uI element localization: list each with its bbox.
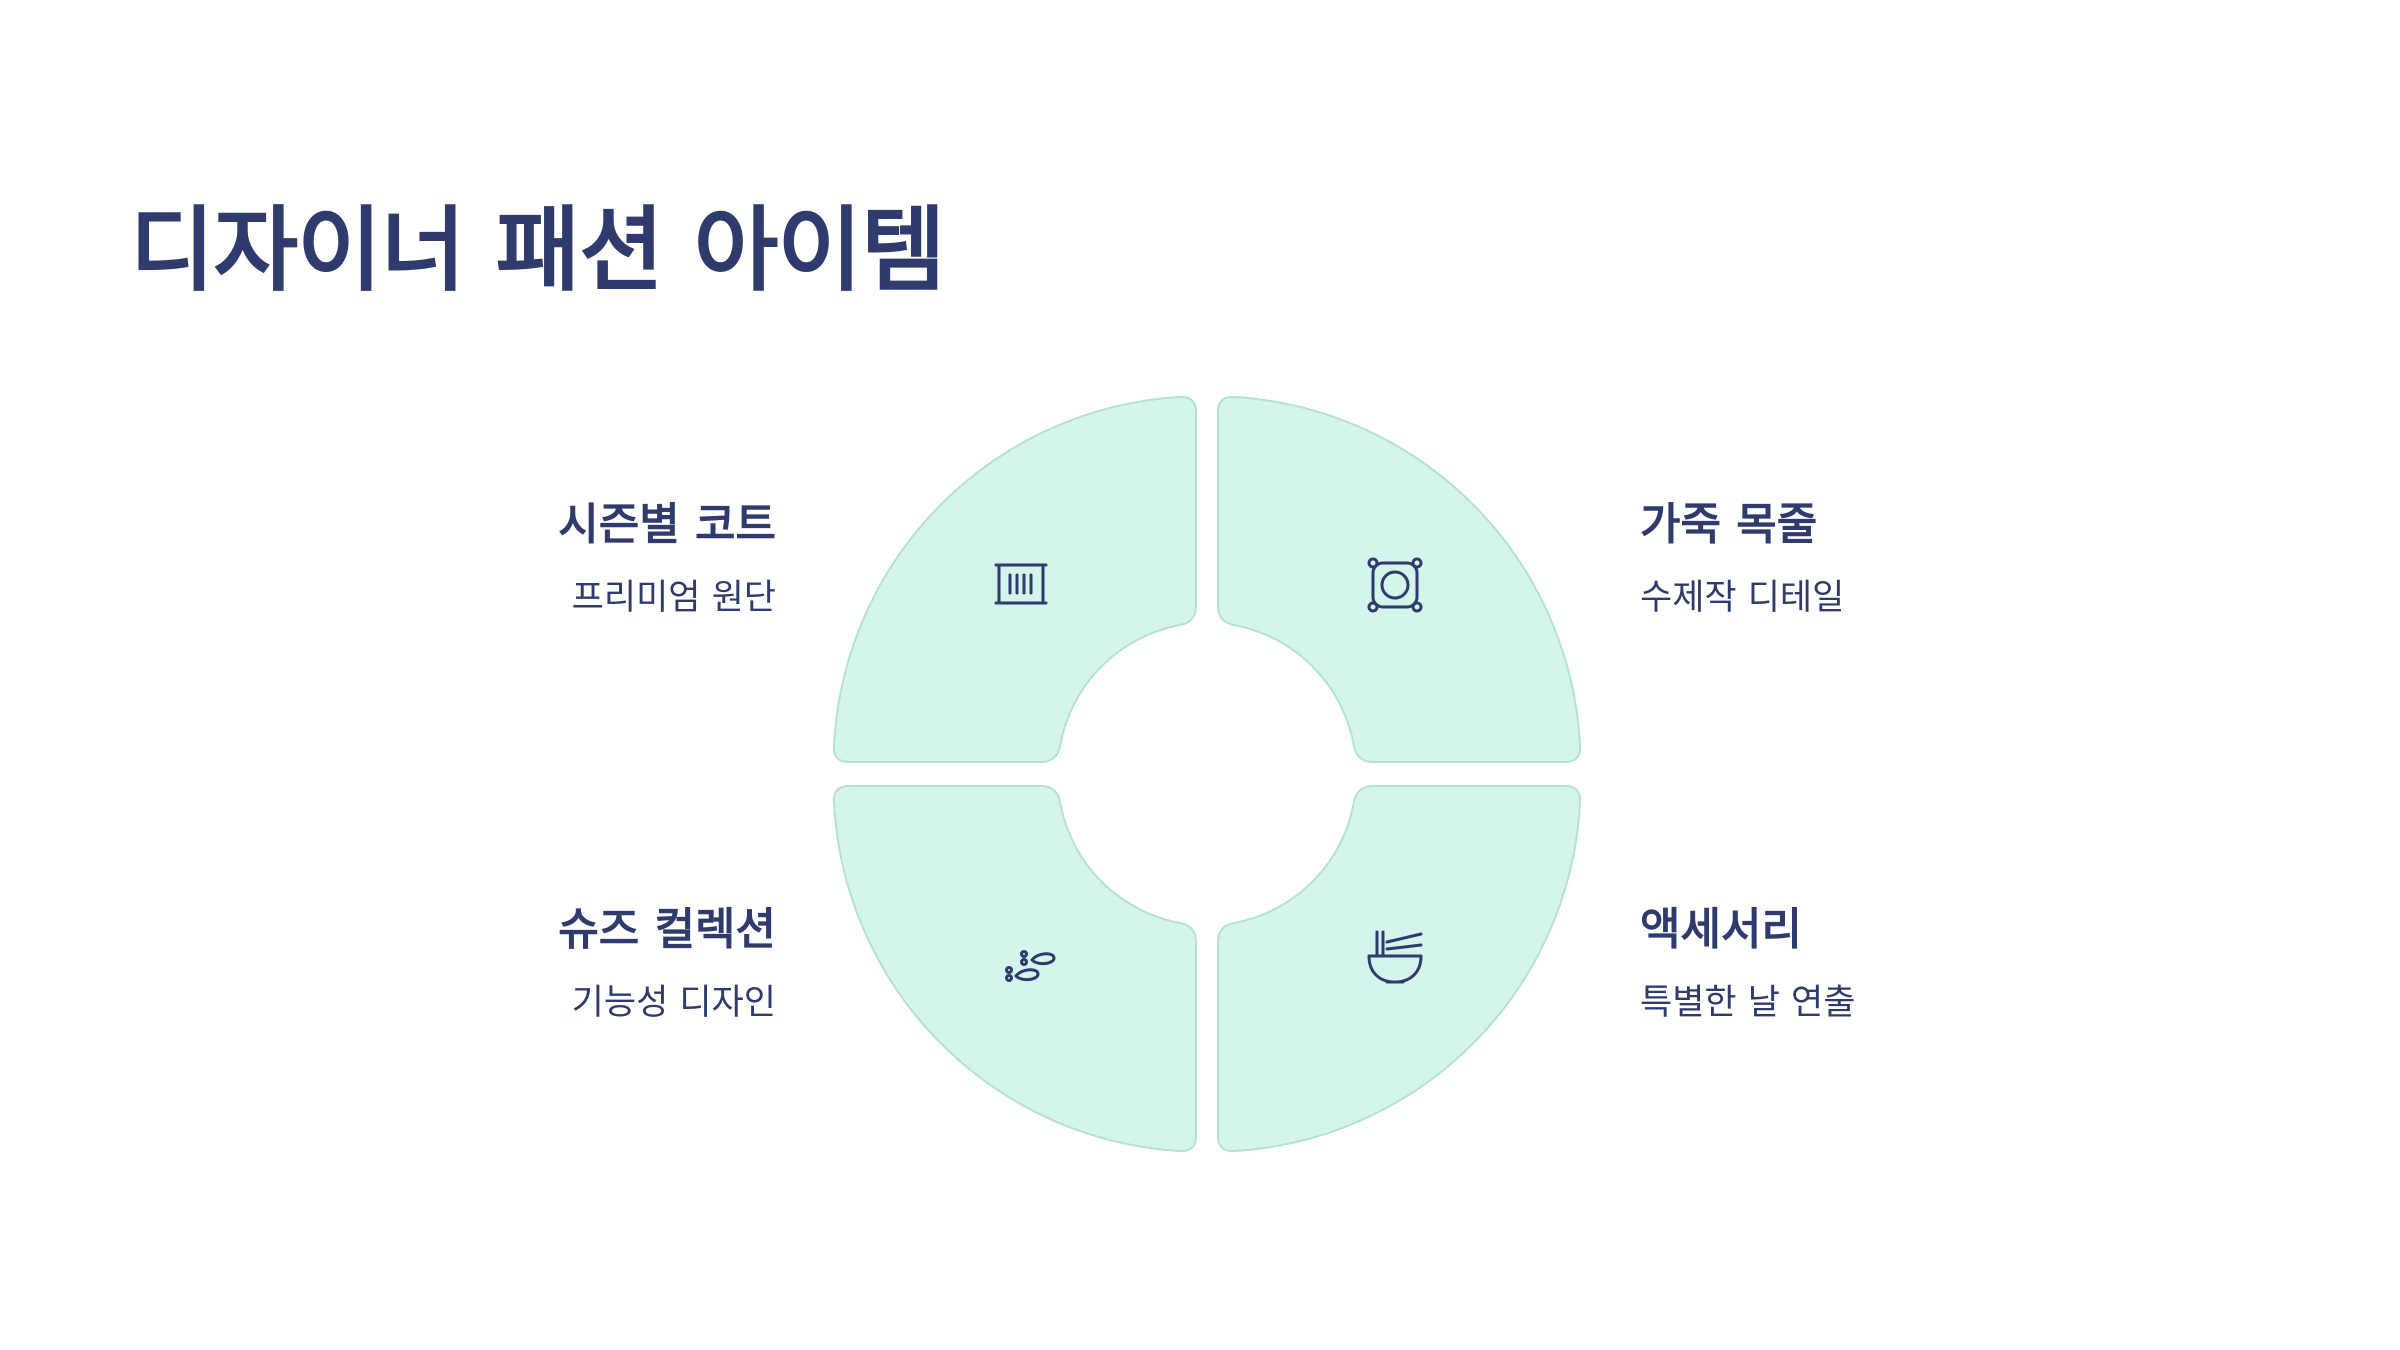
segment-shoes-collection[interactable]	[832, 785, 1197, 1153]
noodle-bowl-icon	[1367, 930, 1423, 984]
item-description: 기능성 디자인	[571, 983, 776, 1024]
item-leather-leash: 가죽 목줄 수제작 디테일	[1640, 499, 2060, 619]
item-seasonal-coat: 시즌별 코트 프리미엄 원단	[356, 499, 776, 619]
item-heading: 가죽 목줄	[1640, 499, 1818, 550]
item-description: 특별한 날 연출	[1640, 983, 1856, 1024]
segment-leather-leash[interactable]	[1217, 395, 1582, 763]
radiator-icon	[994, 563, 1048, 605]
item-accessories: 액세서리 특별한 날 연출	[1640, 904, 2060, 1024]
frame-ring-icon	[1367, 557, 1423, 613]
segment-seasonal-coat[interactable]	[832, 395, 1197, 763]
page-title: 디자이너 패션 아이템	[130, 197, 946, 304]
item-shoes-collection: 슈즈 컬렉션 기능성 디자인	[356, 904, 776, 1024]
item-heading: 시즌별 코트	[558, 499, 776, 550]
item-heading: 슈즈 컬렉션	[558, 904, 776, 955]
segment-accessories[interactable]	[1217, 785, 1582, 1153]
item-description: 수제작 디테일	[1640, 578, 1845, 619]
item-heading: 액세서리	[1640, 904, 1802, 955]
item-description: 프리미엄 원단	[571, 578, 776, 619]
footprints-icon	[1005, 950, 1056, 982]
